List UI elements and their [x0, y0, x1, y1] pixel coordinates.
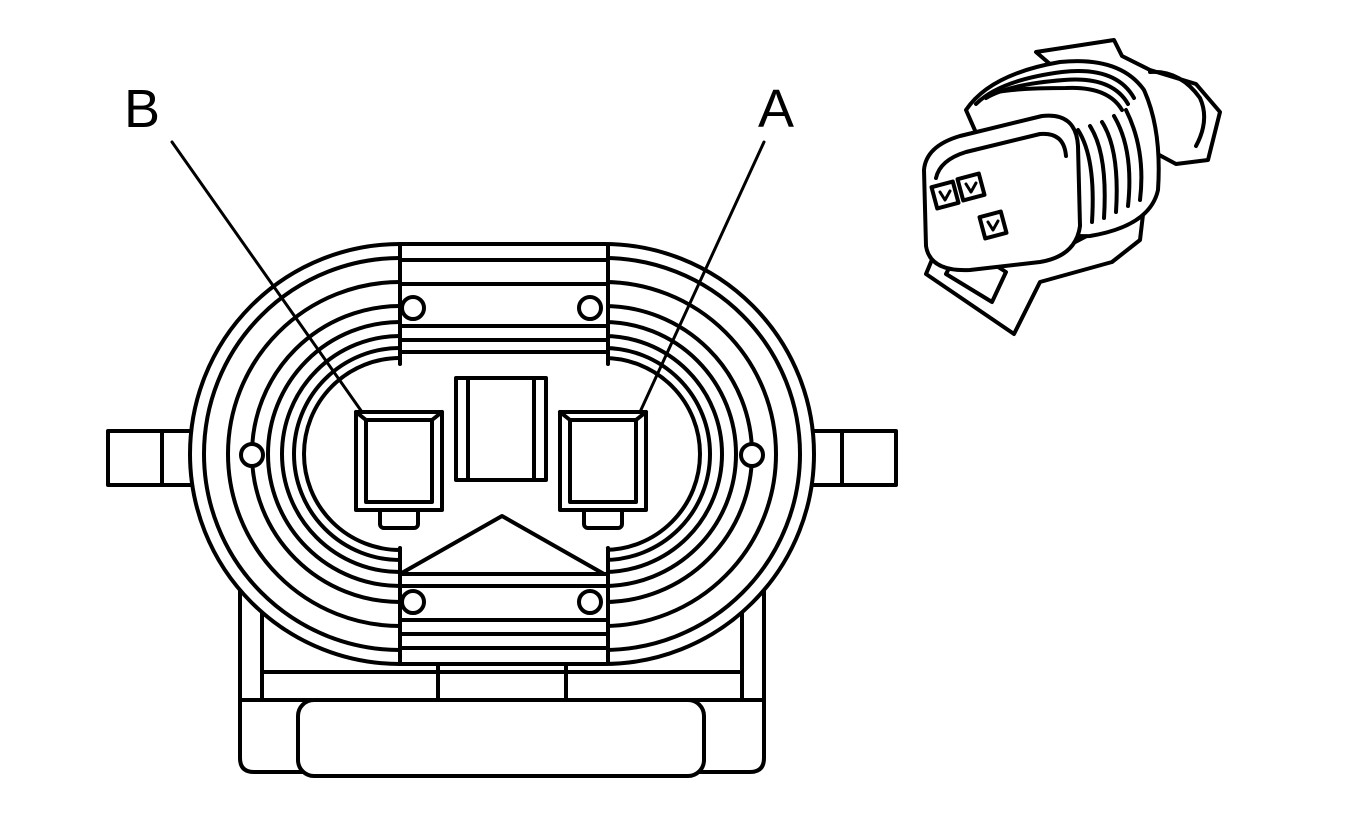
terminal-b [354, 410, 444, 530]
callout-b-label: B [124, 79, 160, 139]
callout-a-leader [638, 140, 766, 414]
connector-perspective-view [922, 38, 1222, 336]
polarizing-key [398, 514, 606, 576]
locating-dots [239, 295, 765, 615]
callout-b: B [124, 79, 364, 414]
left-lock-tab [106, 429, 200, 487]
terminal-a [558, 410, 648, 530]
callout-a: A [638, 79, 794, 414]
connector-face-view [106, 242, 898, 778]
center-key [454, 376, 548, 482]
callout-a-label: A [758, 79, 794, 139]
right-lock-tab [804, 429, 898, 487]
callout-b-leader [170, 140, 364, 414]
